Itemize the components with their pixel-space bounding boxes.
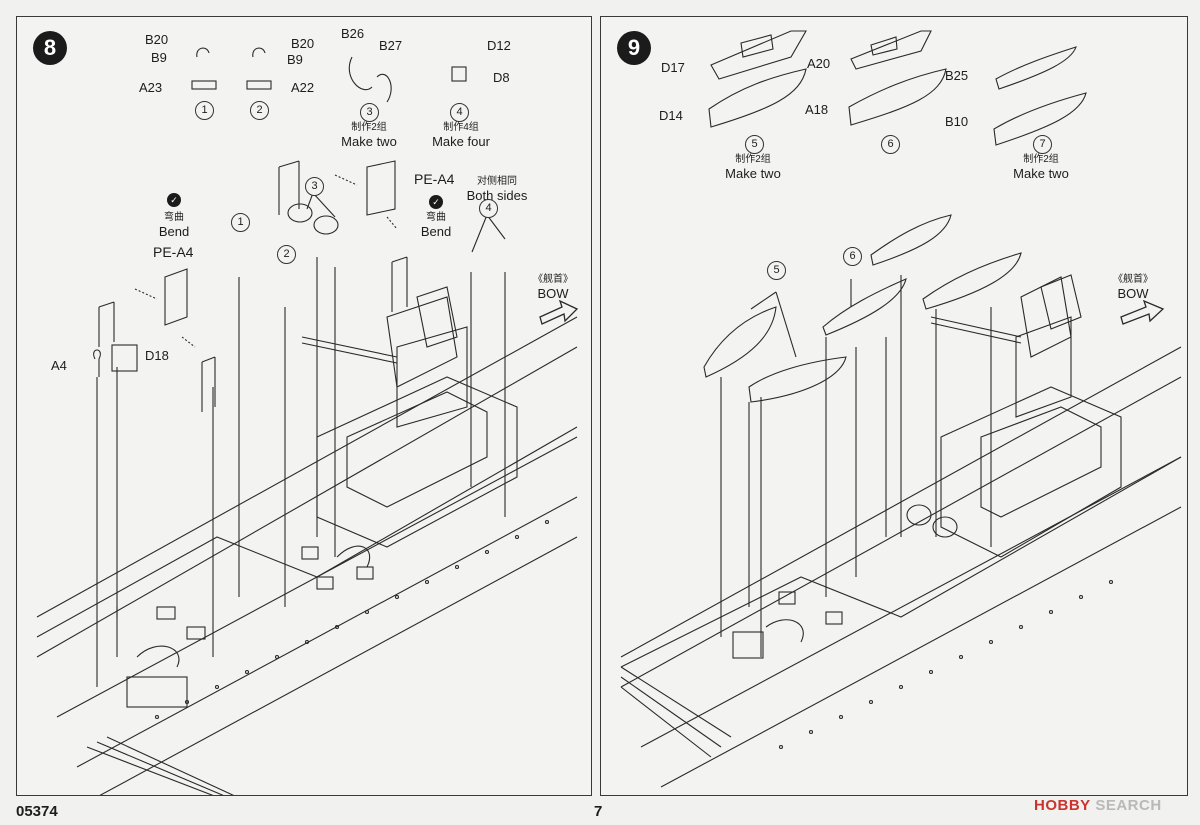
- watermark-rest: SEARCH: [1095, 797, 1162, 814]
- part-d17-label: D17: [661, 60, 685, 75]
- bend-text: Bend: [158, 224, 190, 239]
- part-b26-label: B26: [341, 26, 365, 41]
- part-a22-label: A22: [291, 80, 315, 95]
- step-9-panel: 9: [600, 16, 1188, 796]
- part-a18-label: A18: [805, 102, 829, 117]
- part-d12-label: D12: [487, 38, 511, 53]
- bend-text: Bend: [420, 224, 452, 239]
- pe-a4-label: PE-A4: [153, 244, 194, 260]
- callout-4: 4: [479, 199, 498, 218]
- both-sides-cn: 对侧相同: [477, 176, 517, 187]
- make-two-cn: 制作2组: [351, 122, 387, 133]
- bow-indicator: 《舰首》 BOW: [1105, 273, 1161, 301]
- part-b20-label: B20: [145, 32, 169, 47]
- sub-assembly-1-marker: 1: [195, 101, 214, 120]
- part-d14-label: D14: [659, 108, 683, 123]
- bend-cn: 弯曲: [164, 212, 184, 223]
- sub-assembly-6-marker: 6: [881, 135, 900, 154]
- make-two-note: 制作2组 Make two: [339, 121, 399, 149]
- bow-cn: 《舰首》: [533, 274, 573, 285]
- make-two-note: 制作2组 Make two: [1011, 153, 1071, 181]
- bend-note: 弯曲 Bend: [153, 211, 195, 239]
- part-d18-label: D18: [145, 348, 169, 363]
- bend-icon: ✓: [167, 193, 181, 207]
- part-b9-label: B9: [151, 50, 167, 65]
- part-b27-label: B27: [379, 38, 403, 53]
- callout-6: 6: [843, 247, 862, 266]
- sub-assembly-5-marker: 5: [745, 135, 764, 154]
- make-two-cn: 制作2组: [1023, 154, 1059, 165]
- make-two-text: Make two: [1013, 166, 1069, 181]
- sub-assembly-4-marker: 4: [450, 103, 469, 122]
- bend-icon: ✓: [429, 195, 443, 209]
- part-a23-label: A23: [139, 80, 163, 95]
- callout-2: 2: [277, 245, 296, 264]
- make-four-note: 制作4组 Make four: [429, 121, 493, 149]
- bend-note: 弯曲 Bend: [415, 211, 457, 239]
- watermark-brand: HOBBY: [1034, 797, 1091, 814]
- both-sides-text: Both sides: [466, 188, 528, 203]
- pe-a4-label: PE-A4: [414, 171, 455, 187]
- bow-text: BOW: [537, 286, 569, 301]
- step-8-assembly-drawing: [36, 47, 579, 795]
- sub-assembly-3-marker: 3: [360, 103, 379, 122]
- part-d8-label: D8: [493, 70, 510, 85]
- both-sides-note: 对侧相同 Both sides: [457, 175, 537, 203]
- step-number-badge: 8: [33, 31, 67, 65]
- callout-5: 5: [767, 261, 786, 280]
- part-b10-label: B10: [945, 114, 969, 129]
- part-b25-label: B25: [945, 68, 969, 83]
- callout-1: 1: [231, 213, 250, 232]
- page-number: 7: [594, 803, 603, 820]
- make-two-text: Make two: [725, 166, 781, 181]
- part-a4-label: A4: [51, 358, 67, 373]
- make-four-text: Make four: [432, 134, 490, 149]
- step-9-assembly-drawing: [620, 30, 1182, 788]
- part-b20-label: B20: [291, 36, 315, 51]
- bow-indicator: 《舰首》 BOW: [525, 273, 581, 301]
- make-four-cn: 制作4组: [443, 122, 479, 133]
- step-8-panel: 8: [16, 16, 592, 796]
- part-a20-label: A20: [807, 56, 831, 71]
- step-number-badge: 9: [617, 31, 651, 65]
- sub-assembly-2-marker: 2: [250, 101, 269, 120]
- make-two-text: Make two: [341, 134, 397, 149]
- sub-assembly-7-marker: 7: [1033, 135, 1052, 154]
- make-two-cn: 制作2组: [735, 154, 771, 165]
- product-code: 05374: [16, 803, 58, 820]
- make-two-note: 制作2组 Make two: [723, 153, 783, 181]
- watermark: HOBBY SEARCH: [1034, 797, 1162, 814]
- bend-cn: 弯曲: [426, 212, 446, 223]
- bow-text: BOW: [1117, 286, 1149, 301]
- part-b9-label: B9: [287, 52, 303, 67]
- bow-cn: 《舰首》: [1113, 274, 1153, 285]
- callout-3: 3: [305, 177, 324, 196]
